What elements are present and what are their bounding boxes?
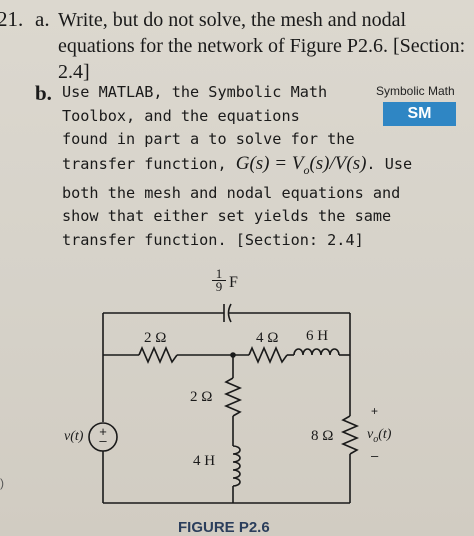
source-plus: + <box>99 424 107 439</box>
output-arg: (t) <box>378 427 392 442</box>
source-minus: – <box>99 433 107 448</box>
transfer-function-formula: G(s) = Vo(s)/V(s) <box>235 152 367 177</box>
part-a-text: Write, but do not solve, the mesh and no… <box>58 9 466 83</box>
inductor-6h <box>293 348 340 356</box>
label-r3: 2 Ω <box>190 389 213 405</box>
label-l2: 4 H <box>193 453 216 469</box>
part-a-letter: a. <box>35 7 50 31</box>
resistor-2ohm-top <box>138 345 178 365</box>
output-plus: + <box>371 404 379 418</box>
part-b-line-6: show that either set yields the same <box>62 207 392 226</box>
sm-badge: SM <box>383 102 456 126</box>
output-minus: – <box>371 448 379 463</box>
formula-part-1: G(s) = V <box>235 152 304 174</box>
label-l1: 6 H <box>306 328 329 344</box>
inductor-4h <box>232 445 241 487</box>
label-output: vo(t) <box>367 427 391 445</box>
label-r4: 8 Ω <box>311 428 334 444</box>
problem-number: 21. <box>0 7 24 31</box>
part-b-line-2: Toolbox, and the equations <box>62 106 300 125</box>
output-v: v <box>367 427 374 442</box>
figure-caption: FIGURE P2.6 <box>178 519 270 536</box>
capacitor-unit: F <box>229 274 238 291</box>
capacitor-denominator: 9 <box>212 280 226 293</box>
part-b-letter: b. <box>35 81 52 105</box>
part-b-line-7: transfer function. [Section: 2.4] <box>62 230 364 249</box>
resistor-2ohm-center <box>223 377 243 417</box>
part-b-line-3: found in part a to solve for the <box>62 130 355 148</box>
edge-mark: ) <box>0 476 4 490</box>
part-b-text: Use MATLAB, the Symbolic Math Toolbox, a… <box>62 81 462 252</box>
output-sub: o <box>373 433 379 445</box>
part-b-line-1: Use MATLAB, the Symbolic Math <box>62 83 328 101</box>
capacitor-numerator: 1 <box>215 266 223 281</box>
formula-part-2: (s)/V(s) <box>309 152 367 174</box>
part-b-line-5: both the mesh and nodal equations and <box>62 183 401 202</box>
part-b-line-4-post: . Use <box>366 154 413 173</box>
capacitor-plate-right <box>227 303 232 323</box>
label-source: v(t) <box>64 429 84 444</box>
capacitor-fraction: 1 9 <box>212 266 226 293</box>
label-r2: 4 Ω <box>256 330 279 346</box>
formula-subscript: o <box>303 162 310 177</box>
part-b-line-4-pre: transfer function, <box>62 154 236 173</box>
label-r1: 2 Ω <box>144 330 167 346</box>
resistor-8ohm <box>340 415 360 455</box>
symbolic-math-label: Symbolic Math <box>376 84 455 98</box>
source-polarity: + – <box>97 424 109 448</box>
resistor-4ohm <box>248 345 288 365</box>
